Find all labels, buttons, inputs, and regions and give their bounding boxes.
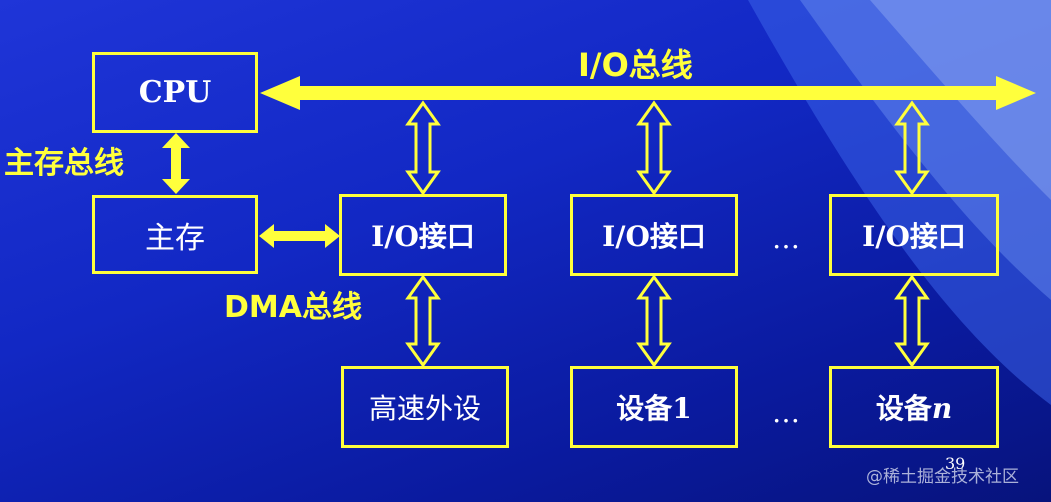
high-speed-peripheral-box: 高速外设 xyxy=(341,366,509,448)
device-n-label: 设备n xyxy=(876,387,952,427)
device-n-prefix: 设备 xyxy=(875,392,932,425)
interface2-device-arrow xyxy=(636,274,672,368)
main-memory-bus-arrow xyxy=(162,133,190,194)
io-interface-label-2: I/O接口 xyxy=(602,220,706,253)
io-bus-arrow xyxy=(260,76,1036,110)
interface2-bus-arrow xyxy=(636,100,672,196)
main-memory-bus-label: 主存总线 xyxy=(4,146,124,181)
main-memory-label: 主存 xyxy=(145,220,205,256)
watermark: @稀土掘金技术社区 xyxy=(866,467,1019,487)
device-n-box: 设备n xyxy=(829,366,999,448)
io-interface-box-3: I/O接口 xyxy=(829,194,999,276)
interface1-bus-arrow xyxy=(405,100,441,196)
device-1-label: 设备1 xyxy=(616,392,692,425)
high-speed-peripheral-label: 高速外设 xyxy=(368,392,481,425)
main-memory-box: 主存 xyxy=(92,195,258,274)
device-n-suffix: n xyxy=(931,392,953,425)
interface3-bus-arrow xyxy=(894,100,930,196)
ellipsis-interfaces: … xyxy=(772,222,802,255)
io-interface-box-2: I/O接口 xyxy=(570,194,738,276)
cpu-box: CPU xyxy=(92,52,258,133)
device-1-box: 设备1 xyxy=(570,366,738,448)
interface3-device-arrow xyxy=(894,274,930,368)
io-bus-label: I/O总线 xyxy=(578,46,693,84)
page-number: 39 xyxy=(945,454,966,473)
io-interface-box-1: I/O接口 xyxy=(339,194,507,276)
ellipsis-devices: … xyxy=(772,396,802,429)
interface1-device-arrow xyxy=(405,274,441,368)
dma-bus-arrow xyxy=(259,224,340,248)
dma-bus-label: DMA总线 xyxy=(224,290,362,325)
io-interface-label-1: I/O接口 xyxy=(371,220,475,253)
io-interface-label-3: I/O接口 xyxy=(862,220,966,253)
cpu-label: CPU xyxy=(138,75,212,110)
